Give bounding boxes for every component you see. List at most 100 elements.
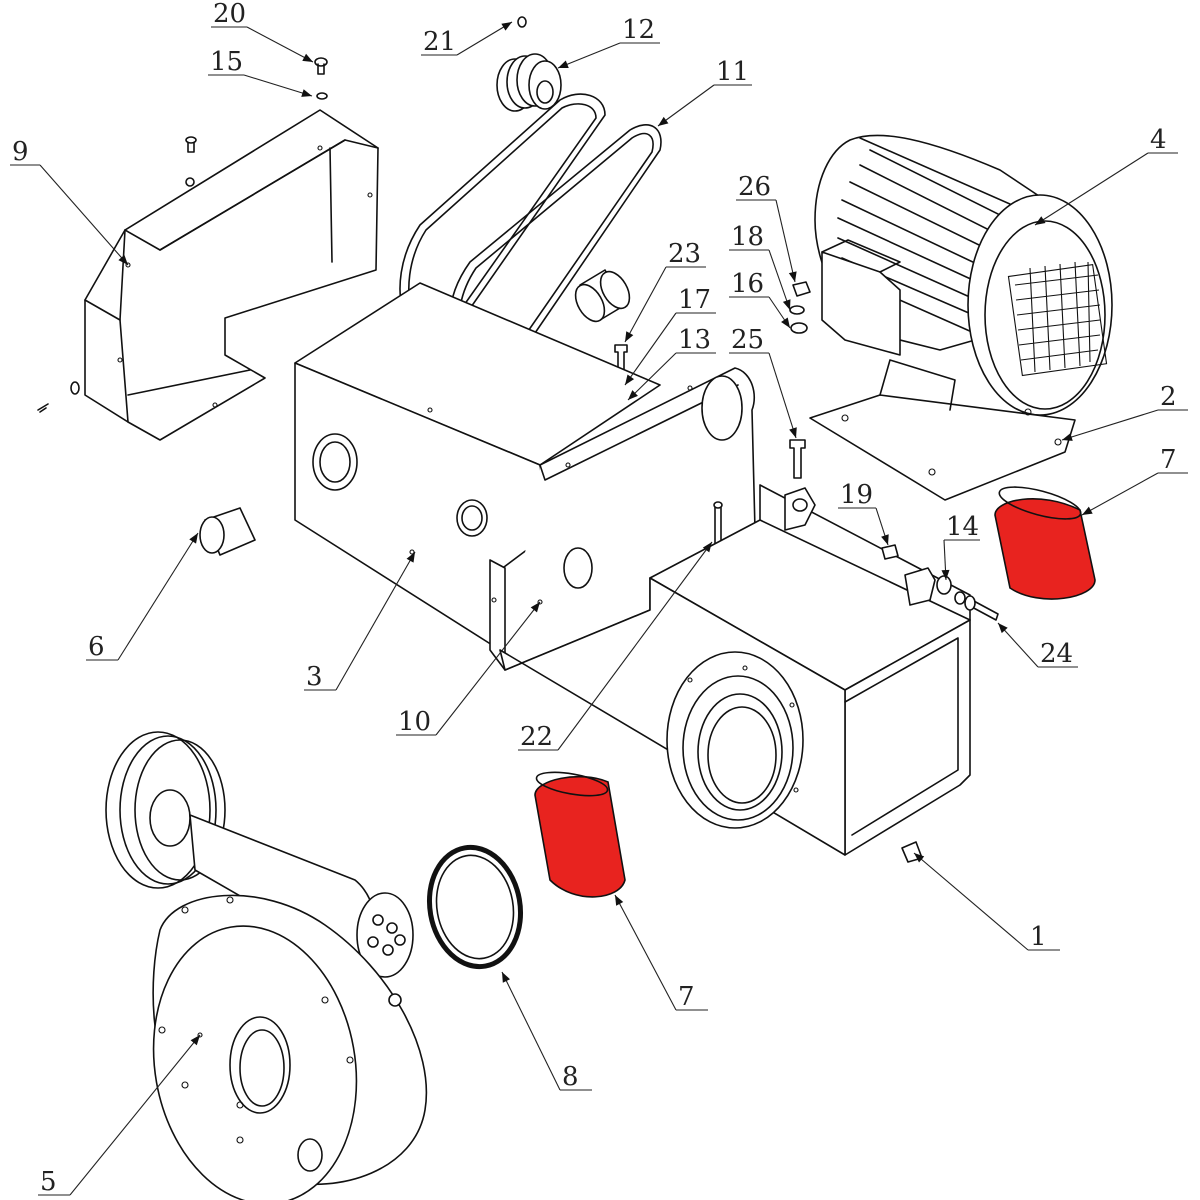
callout-arrowhead	[301, 89, 312, 97]
callout-arrowhead	[788, 271, 797, 282]
callout-number: 2	[1160, 382, 1177, 412]
callout-number: 4	[1150, 125, 1167, 155]
callout-leader	[768, 249, 791, 311]
callout-arrowhead	[628, 390, 638, 400]
callout-number: 6	[88, 632, 105, 662]
callout-arrowhead	[118, 254, 128, 265]
part-o-ring	[426, 844, 524, 970]
part-bolt-24	[964, 595, 999, 621]
callout-leader	[557, 42, 621, 69]
callout-arrowhead	[189, 533, 198, 544]
callout-1: 1	[913, 852, 1060, 952]
callout-leader	[1081, 472, 1159, 516]
callout-17: 17	[624, 285, 716, 386]
part-flange	[666, 651, 804, 829]
callout-arrowhead	[702, 542, 712, 553]
callout-number: 12	[622, 15, 655, 45]
callout-9: 9	[10, 137, 129, 266]
callout-26: 26	[736, 172, 797, 283]
callout-leader	[657, 84, 715, 127]
part-belt-guard	[37, 109, 379, 441]
callout-arrowhead	[782, 299, 791, 310]
callout-leader	[913, 852, 1029, 951]
callout-7a: 7	[1081, 445, 1188, 516]
callout-arrowhead	[501, 22, 512, 31]
callout-leader	[614, 894, 677, 1011]
callout-number: 22	[520, 722, 553, 752]
part-bolt-25	[789, 439, 806, 479]
callout-number: 10	[398, 707, 431, 737]
callout-11: 11	[657, 57, 752, 127]
callout-arrowhead	[1062, 433, 1073, 441]
callout-arrowhead	[530, 602, 540, 613]
callout-3: 3	[304, 551, 416, 692]
callout-22: 22	[518, 541, 713, 752]
callout-number: 20	[213, 0, 246, 29]
callout-arrowhead	[998, 623, 1008, 634]
callout-arrowhead	[625, 331, 634, 342]
part-washer-14	[936, 575, 966, 605]
callout-arrowhead	[502, 972, 511, 983]
callout-number: 17	[678, 285, 711, 315]
callout-arrowhead	[881, 534, 889, 545]
callout-number: 7	[678, 982, 695, 1012]
callout-number: 18	[731, 222, 764, 252]
callout-14: 14	[941, 512, 980, 581]
callout-leader	[39, 164, 129, 266]
part-main-housing	[294, 282, 661, 651]
part-side-plate	[489, 367, 756, 671]
part-nut-washer-set	[789, 281, 811, 334]
part-small-pulley	[496, 53, 562, 112]
callout-leader	[243, 74, 313, 97]
callout-leader	[117, 532, 199, 661]
part-bushing-6	[199, 507, 256, 556]
callout-18: 18	[729, 222, 791, 311]
callout-5: 5	[38, 1034, 201, 1197]
callout-leader	[624, 266, 667, 343]
callout-7b: 7	[614, 894, 708, 1012]
callout-24: 24	[997, 622, 1078, 669]
part-rotor-head	[105, 731, 428, 1200]
callout-15: 15	[208, 47, 313, 97]
part-motor	[809, 134, 1113, 501]
callout-25: 25	[729, 325, 797, 439]
callout-leader	[435, 601, 541, 736]
callout-arrowhead	[1035, 216, 1046, 225]
callout-arrowhead	[190, 1035, 200, 1046]
callout-number: 3	[306, 662, 323, 692]
callout-leader	[335, 551, 416, 691]
callout-number: 14	[946, 512, 979, 542]
callout-12: 12	[557, 15, 660, 69]
callout-6: 6	[86, 532, 199, 662]
callout-arrowhead	[781, 317, 790, 328]
callout-19: 19	[838, 480, 889, 546]
callout-20: 20	[211, 0, 314, 63]
callout-leader	[1034, 152, 1149, 226]
callout-number: 5	[40, 1167, 57, 1197]
callout-21: 21	[421, 21, 513, 57]
callout-number: 24	[1040, 639, 1073, 669]
callout-arrowhead	[615, 895, 624, 906]
part-bushing	[574, 269, 631, 323]
callout-13: 13	[627, 325, 716, 401]
callout-arrowhead	[625, 374, 635, 385]
callout-leader	[246, 26, 314, 63]
motor-fan-grille	[1007, 261, 1108, 377]
callout-number: 15	[210, 47, 243, 77]
callout-arrowhead	[914, 853, 925, 863]
callout-number: 9	[12, 137, 29, 167]
callout-arrowhead	[406, 552, 415, 563]
callout-10: 10	[396, 601, 541, 737]
callout-number: 1	[1030, 922, 1047, 952]
callout-23: 23	[624, 239, 706, 343]
callout-number: 8	[562, 1062, 579, 1092]
callout-arrowhead	[1082, 506, 1093, 515]
callout-leader	[627, 352, 677, 401]
callout-8: 8	[501, 971, 592, 1092]
callout-leader	[557, 541, 713, 751]
callout-number: 23	[668, 239, 701, 269]
part-screws-small	[314, 16, 527, 100]
part-nut-19	[881, 544, 899, 560]
callout-arrowhead	[558, 60, 569, 68]
